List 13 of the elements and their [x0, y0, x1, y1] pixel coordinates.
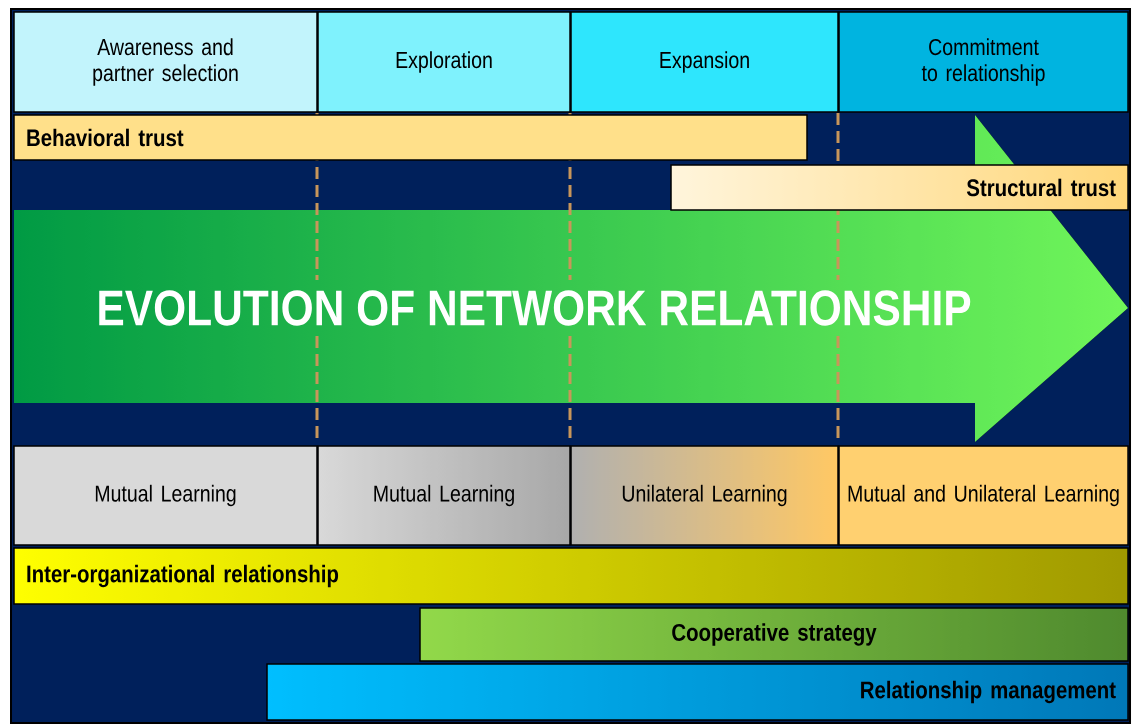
learning-cell: Mutual Learning [317, 445, 571, 546]
strategy-bar: Relationship management [266, 663, 1129, 721]
trust-bar: Structural trust [670, 164, 1129, 211]
trust-bar: Behavioral trust [13, 114, 808, 161]
stage-header: Exploration [317, 11, 571, 113]
stage-header: Expansion [570, 11, 839, 113]
learning-cell: Unilateral Learning [570, 445, 839, 546]
stage-header: Awareness and partner selection [13, 11, 318, 113]
learning-cell: Mutual and Unilateral Learning [838, 445, 1129, 546]
stage-header: Commitment to relationship [838, 11, 1129, 113]
learning-cell: Mutual Learning [13, 445, 318, 546]
strategy-bar: Inter-organizational relationship [13, 547, 1129, 605]
strategy-bar: Cooperative strategy [419, 607, 1129, 662]
